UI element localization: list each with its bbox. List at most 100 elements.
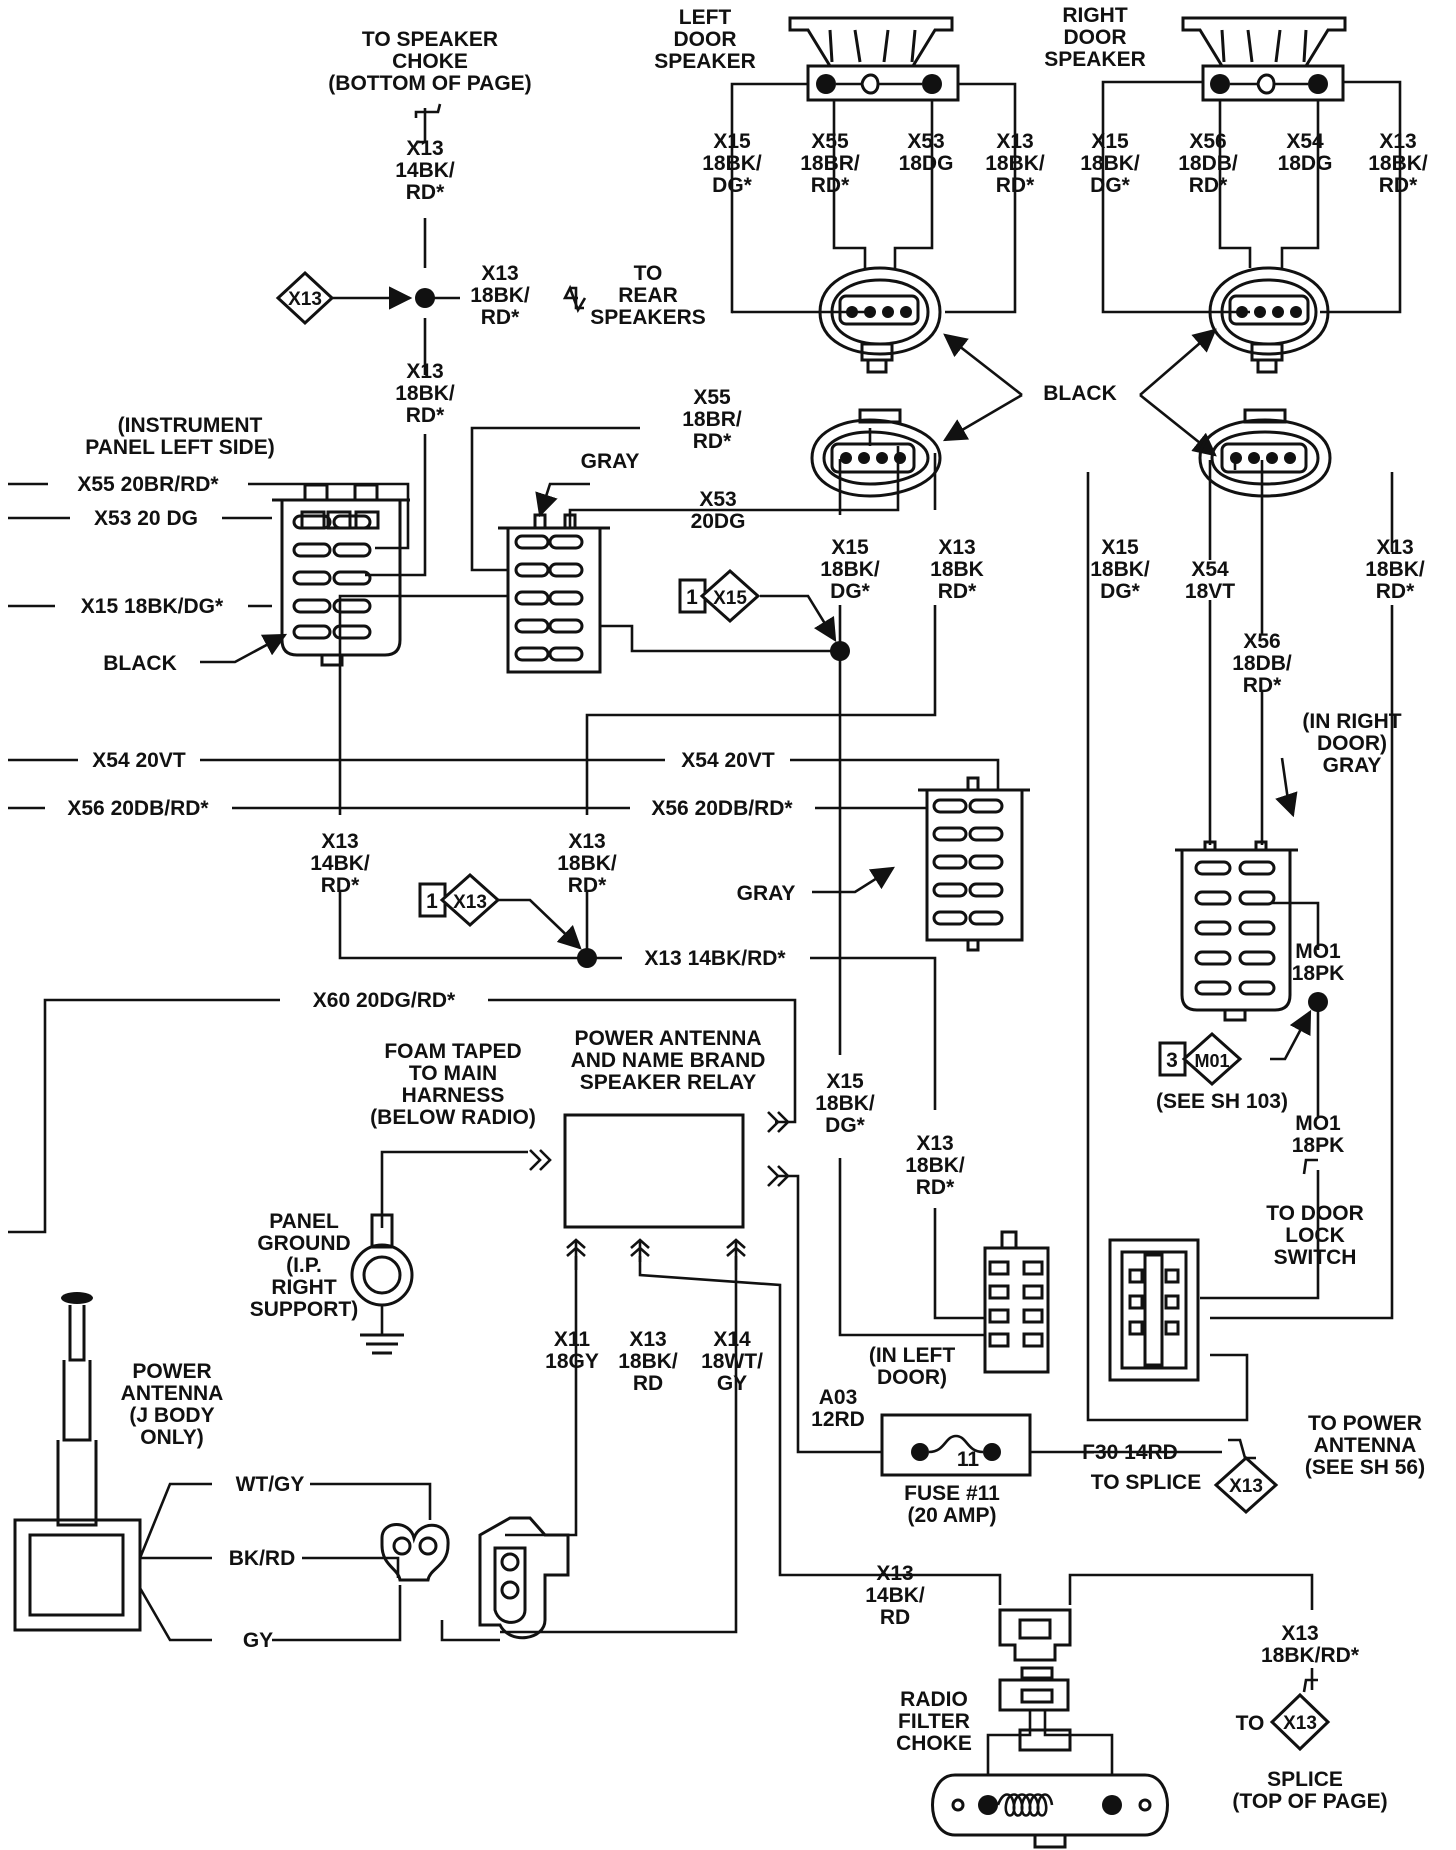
ip-x15: X15 18BK/DG* xyxy=(81,595,224,618)
relay-1: POWER ANTENNA xyxy=(574,1027,761,1050)
radio-filter-choke-1: RADIO xyxy=(900,1688,968,1711)
x13-18bk-1: X13 xyxy=(568,830,605,853)
ld-x13-1: X13 xyxy=(996,130,1033,153)
door-lock-switch-connector xyxy=(1108,1238,1200,1382)
rd-x15-2: 18BK/ xyxy=(1080,152,1140,175)
ip-black-connector xyxy=(272,483,410,667)
x13-14bk-1: X13 xyxy=(321,830,358,853)
x13-bottom-right-1: X13 xyxy=(1281,1622,1318,1645)
c-x53-2: 20DG xyxy=(691,510,746,533)
c-x15-2: 18BK/ xyxy=(820,558,880,581)
r-x15-1: X15 xyxy=(1101,536,1139,559)
gy-label: GY xyxy=(243,1629,273,1652)
x54-left: X54 20VT xyxy=(92,749,186,772)
in-right-door-1: (IN RIGHT xyxy=(1302,710,1401,733)
c-x55-3: RD* xyxy=(693,430,732,453)
relay-side-connector xyxy=(478,1516,570,1640)
ld-x53-2: 18DG xyxy=(899,152,954,175)
x13-14bk-3: RD* xyxy=(321,874,360,897)
panel-ground xyxy=(350,1213,414,1355)
splice-x13-text: X13 xyxy=(288,289,322,310)
r-x54-1: X54 xyxy=(1191,558,1229,581)
rd-x13-1: X13 xyxy=(1379,130,1416,153)
r-x15-2: 18BK/ xyxy=(1090,558,1150,581)
c-x13-1: X13 xyxy=(938,536,975,559)
x13-bottom-1: X13 xyxy=(876,1562,913,1585)
to-rear-3: SPEAKERS xyxy=(590,306,706,329)
r-x13-1: X13 xyxy=(1376,536,1413,559)
x60: X60 20DG/RD* xyxy=(313,989,456,1012)
foam-taped-3: HARNESS xyxy=(402,1084,505,1107)
black-label: BLACK xyxy=(1043,382,1117,405)
left-door-speaker-1: LEFT xyxy=(679,6,732,29)
radio-filter-choke-3: CHOKE xyxy=(896,1732,972,1755)
to-power-antenna-1: TO POWER xyxy=(1308,1412,1422,1435)
rd-x54-1: X54 xyxy=(1286,130,1324,153)
splice-x13c-text: X13 xyxy=(1229,1476,1263,1497)
power-antenna-2: ANTENNA xyxy=(121,1382,224,1405)
to-label: TO xyxy=(1236,1712,1265,1735)
right-door-gray-connector xyxy=(1175,840,1298,1022)
gray-mid-label: GRAY xyxy=(737,882,796,905)
splice-m01-num-text: 3 xyxy=(1166,1049,1178,1072)
d-x15-2: 18BK/ xyxy=(815,1092,875,1115)
ip-x55: X55 20BR/RD* xyxy=(77,473,219,496)
a03-2: 12RD xyxy=(811,1408,865,1431)
middle-oval-connector xyxy=(810,408,942,498)
r-x54-2: 18VT xyxy=(1185,580,1235,603)
splice-x15-symbol: 1 X15 xyxy=(678,568,761,624)
ld-x15-1: X15 xyxy=(713,130,751,153)
splice-top-1: SPLICE xyxy=(1267,1768,1343,1791)
r-x56-3: RD* xyxy=(1243,674,1282,697)
in-right-door-2: DOOR) xyxy=(1317,732,1387,755)
ld-x55-1: X55 xyxy=(811,130,849,153)
x13-bottom-3: RD xyxy=(880,1606,910,1629)
panel-ground-5: SUPPORT) xyxy=(250,1298,359,1321)
left-door-connector xyxy=(983,1230,1050,1374)
splice-x13b-num-text: 1 xyxy=(426,890,438,913)
wires xyxy=(8,80,1402,1693)
ip-left-1: (INSTRUMENT xyxy=(118,414,263,437)
foam-taped-4: (BELOW RADIO) xyxy=(370,1106,536,1129)
d-x15-1: X15 xyxy=(826,1070,864,1093)
in-left-door-2: DOOR) xyxy=(877,1366,947,1389)
rd-x15-3: DG* xyxy=(1090,174,1131,197)
x13-rear-2: 18BK/ xyxy=(470,284,530,307)
power-antenna-body xyxy=(13,1292,142,1632)
to-door-lock-3: SWITCH xyxy=(1274,1246,1357,1269)
to-speaker-choke-2: CHOKE xyxy=(392,50,468,73)
ld-x55-2: 18BR/ xyxy=(800,152,860,175)
left-door-speaker-2: DOOR xyxy=(674,28,737,51)
splice-dots xyxy=(415,288,1328,1012)
x14-2: 18WT/ xyxy=(701,1350,763,1373)
splice-x15-num-text: 1 xyxy=(686,586,698,609)
rd-x56-2: 18DB/ xyxy=(1178,152,1238,175)
bk-rd-label: BK/RD xyxy=(229,1547,296,1570)
x13-18bk-2: 18BK/ xyxy=(557,852,617,875)
in-left-door-1: (IN LEFT xyxy=(869,1344,955,1367)
right-door-speaker-1: RIGHT xyxy=(1062,4,1128,27)
antenna-connector xyxy=(380,1523,450,1582)
fuse-label-1: FUSE #11 xyxy=(904,1482,1000,1505)
power-antenna-3: (J BODY xyxy=(129,1404,214,1427)
x14-3: GY xyxy=(717,1372,747,1395)
rd-x56-1: X56 xyxy=(1189,130,1226,153)
right-door-speaker xyxy=(1181,16,1347,102)
d-x13-2: 18BK/ xyxy=(905,1154,965,1177)
x11-2: 18GY xyxy=(545,1350,599,1373)
c-x55-1: X55 xyxy=(693,386,731,409)
right-speaker-connector xyxy=(1208,266,1330,374)
arrows xyxy=(200,286,1312,1061)
labels: TO SPEAKER CHOKE (BOTTOM OF PAGE) X13 14… xyxy=(67,4,1428,1813)
power-antenna-4: ONLY) xyxy=(140,1426,203,1449)
power-antenna-relay xyxy=(529,1111,790,1270)
x13-bottom-2: 14BK/ xyxy=(865,1584,925,1607)
splice-x13-symbol: X13 xyxy=(275,270,335,326)
panel-ground-2: GROUND xyxy=(257,1232,350,1255)
to-speaker-choke-3: (BOTTOM OF PAGE) xyxy=(328,72,531,95)
relay-2: AND NAME BRAND xyxy=(571,1049,766,1072)
splice-x13d-symbol: X13 xyxy=(1269,1692,1331,1752)
to-power-antenna-2: ANTENNA xyxy=(1314,1434,1417,1457)
fuse-label-2: (20 AMP) xyxy=(907,1504,996,1527)
splice-top-2: (TOP OF PAGE) xyxy=(1232,1790,1387,1813)
